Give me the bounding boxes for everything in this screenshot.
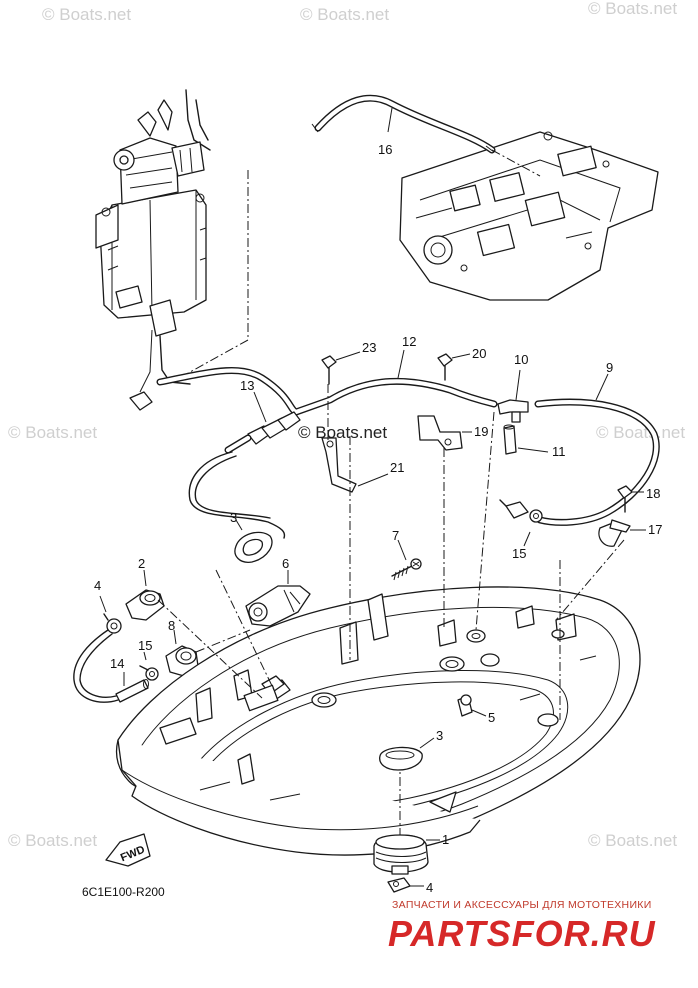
callout-3-upper: 3 xyxy=(230,510,237,525)
diagram-code: 6C1E100-R200 xyxy=(82,885,165,899)
part-3-grommet-upper xyxy=(234,531,273,563)
watermark-mid-left: © Boats.net xyxy=(8,423,97,442)
part-10-tee-joint xyxy=(497,399,529,423)
callout-20: 20 xyxy=(472,346,486,361)
shop-brand: PARTSFOR.RU xyxy=(388,913,656,954)
callout-14: 14 xyxy=(110,656,124,671)
part-4-clamp-lower xyxy=(387,877,411,893)
callout-10: 10 xyxy=(514,352,528,367)
leader-line-8 xyxy=(173,629,177,645)
leader-line-5 xyxy=(471,709,487,717)
watermark-layer: © Boats.net © Boats.net © Boats.net © Bo… xyxy=(8,0,685,850)
part-6-holder xyxy=(245,585,311,627)
bottom-cowling-illustration xyxy=(115,586,641,856)
powerhead-illustration xyxy=(95,89,211,411)
callout-15-upper: 15 xyxy=(512,546,526,561)
callout-21: 21 xyxy=(390,460,404,475)
shop-banner: ЗАПЧАСТИ И АКСЕССУАРЫ ДЛЯ МОТОТЕХНИКИ PA… xyxy=(388,899,656,954)
leader-line-7 xyxy=(397,539,407,561)
part-15-clamp-lower xyxy=(139,665,159,681)
callout-23: 23 xyxy=(362,340,376,355)
callout-3-lower: 3 xyxy=(436,728,443,743)
callout-12: 12 xyxy=(402,334,416,349)
hose-loop-left xyxy=(188,451,286,539)
part-13-joint xyxy=(224,411,301,454)
part-19-bracket xyxy=(417,415,463,451)
callout-11: 11 xyxy=(552,444,566,459)
callout-16: 16 xyxy=(378,142,392,157)
part-5-fitting xyxy=(457,694,473,717)
shop-tagline: ЗАПЧАСТИ И АКСЕССУАРЫ ДЛЯ МОТОТЕХНИКИ xyxy=(392,899,652,911)
callout-13: 13 xyxy=(240,378,254,393)
watermark-top-right: © Boats.net xyxy=(588,0,677,18)
hose-loop-left-inner xyxy=(194,455,271,519)
leader-tee-down xyxy=(475,411,495,631)
part-23-screw xyxy=(321,355,337,385)
watermark-center: © Boats.net xyxy=(298,423,387,442)
callout-1: 1 xyxy=(442,832,449,847)
callout-9: 9 xyxy=(606,360,613,375)
leader-clip-down xyxy=(555,539,625,621)
callout-2: 2 xyxy=(138,556,145,571)
watermark-bottom-right: © Boats.net xyxy=(588,831,677,850)
leader-line-10 xyxy=(515,369,521,401)
watermark-top-left: © Boats.net xyxy=(42,5,131,24)
part-11-hose xyxy=(503,424,517,455)
part-21-bracket xyxy=(321,437,357,493)
leader-powerhead xyxy=(171,170,249,383)
watermark-mid-right: © Boats.net xyxy=(596,423,685,442)
hose-loop-lower-left-inner xyxy=(79,633,117,698)
leader-line-23 xyxy=(335,351,361,361)
part-9-hose xyxy=(534,398,660,526)
leader-line-3-lower xyxy=(419,737,435,749)
part-16-hose xyxy=(311,94,496,154)
watermark-top-center: © Boats.net xyxy=(300,5,389,24)
leader-line-16 xyxy=(387,107,393,133)
part-1-grommet xyxy=(373,834,429,875)
part-12-hose xyxy=(156,366,498,416)
leader-line-3-upper xyxy=(235,519,243,531)
leader-line-15-lower xyxy=(143,651,147,661)
callout-15-lower: 15 xyxy=(138,638,152,653)
fwd-arrow: FWD xyxy=(105,833,151,867)
hose-loop-lower-left xyxy=(73,629,119,703)
part-2-grommet xyxy=(125,589,165,621)
callout-4-lower: 4 xyxy=(426,880,433,895)
part-20-screw xyxy=(437,353,453,381)
part-15-clamp-upper xyxy=(499,499,543,523)
leader-line-11 xyxy=(517,447,549,453)
leader-line-15-upper xyxy=(523,531,531,547)
leader-line-12 xyxy=(397,349,405,379)
part-14-tube xyxy=(115,679,149,703)
leader-line-4-upper xyxy=(99,595,107,613)
watermark-bottom-left: © Boats.net xyxy=(8,831,97,850)
callout-7: 7 xyxy=(392,528,399,543)
mounting-plate-illustration xyxy=(399,131,659,301)
leader-line-9 xyxy=(595,373,609,401)
callout-5: 5 xyxy=(488,710,495,725)
leader-3-down xyxy=(215,569,275,691)
leader-8-to-6 xyxy=(195,629,251,653)
part-17-clip xyxy=(598,519,631,547)
part-7-screw xyxy=(391,558,422,581)
leader-line-21 xyxy=(357,473,389,487)
callout-17: 17 xyxy=(648,522,662,537)
callout-4-upper: 4 xyxy=(94,578,101,593)
part-4-clamp-upper xyxy=(103,613,122,634)
leader-line-2 xyxy=(143,569,147,587)
callout-18: 18 xyxy=(646,486,660,501)
callout-6: 6 xyxy=(282,556,289,571)
callout-19: 19 xyxy=(474,424,488,439)
leader-line-13 xyxy=(253,391,267,423)
leader-2-down xyxy=(157,599,263,699)
leader-line-20 xyxy=(451,353,471,359)
part-3-grommet-lower xyxy=(379,746,423,771)
callout-8: 8 xyxy=(168,618,175,633)
